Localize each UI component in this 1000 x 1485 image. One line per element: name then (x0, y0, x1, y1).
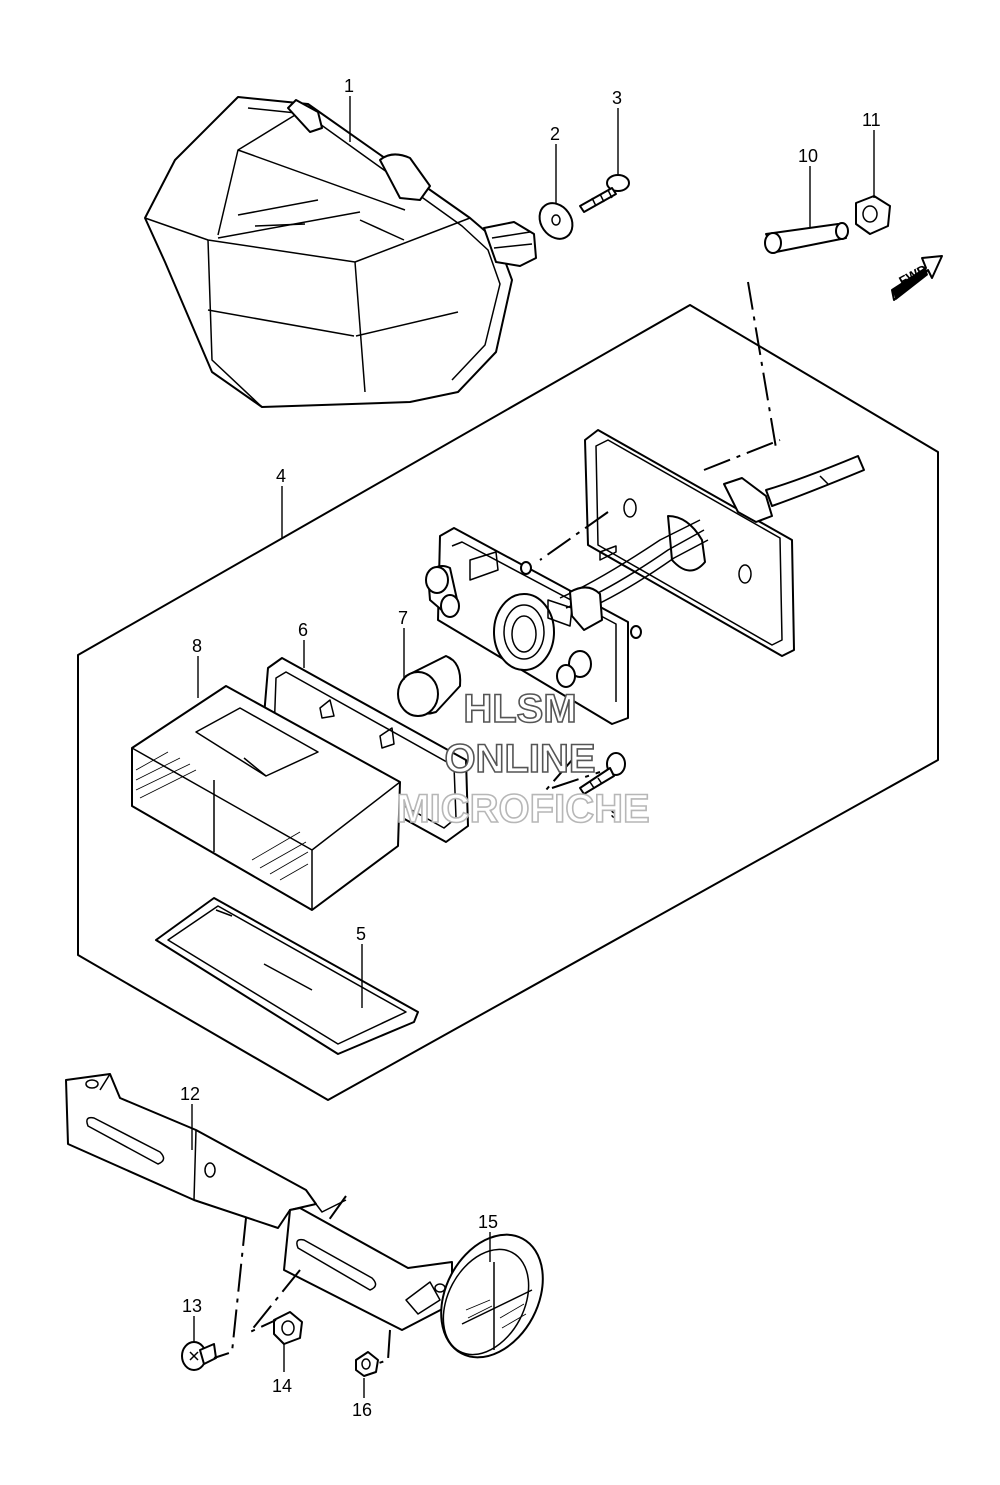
assembly-outline (77, 304, 939, 1101)
direction-arrow: FWD (891, 255, 943, 301)
callout-9: 9 (610, 802, 620, 822)
callout-7: 7 (398, 608, 408, 628)
part-lens-plate (155, 897, 419, 1055)
watermark-line-2: ONLINE (444, 737, 595, 781)
part-bolt (181, 1341, 217, 1371)
callout-16: 16 (352, 1400, 372, 1420)
callout-13: 13 (182, 1296, 202, 1316)
part-tail-lamp-housing (144, 96, 537, 408)
part-bulb-socket (425, 519, 709, 725)
callout-4: 4 (276, 466, 286, 486)
callout-6: 6 (298, 620, 308, 640)
assembly-lines (213, 281, 781, 1365)
callout-5: 5 (356, 924, 366, 944)
part-lens (131, 685, 401, 911)
callout-8: 8 (192, 636, 202, 656)
callout-11: 11 (862, 110, 881, 130)
part-nut-reflector (355, 1351, 379, 1377)
callout-14: 14 (272, 1376, 292, 1396)
callout-1: 1 (344, 76, 354, 96)
callout-12: 12 (180, 1084, 200, 1104)
part-nut-bracket (273, 1311, 303, 1345)
callout-10: 10 (798, 146, 818, 166)
part-collar (764, 222, 849, 254)
part-screw-lower (579, 752, 626, 795)
part-nut-upper (855, 195, 891, 235)
watermark: HLSM ONLINE MICROFICHE (396, 686, 651, 832)
part-washer (538, 202, 574, 240)
callout-3: 3 (612, 88, 622, 108)
callout-numbers: 1 2 3 4 5 6 7 8 9 10 11 12 13 14 15 16 (180, 76, 881, 1420)
part-reflector (440, 1233, 544, 1359)
part-screw-upper (579, 174, 630, 213)
part-bulb (397, 655, 462, 717)
part-lamp-base-plate (584, 429, 865, 657)
callout-2: 2 (550, 124, 560, 144)
callout-leaders (191, 96, 875, 1398)
watermark-line-3: MICROFICHE (396, 787, 649, 831)
callout-15: 15 (478, 1212, 498, 1232)
watermark-line-1: HLSM (463, 687, 576, 731)
part-mounting-bracket (65, 1073, 453, 1331)
